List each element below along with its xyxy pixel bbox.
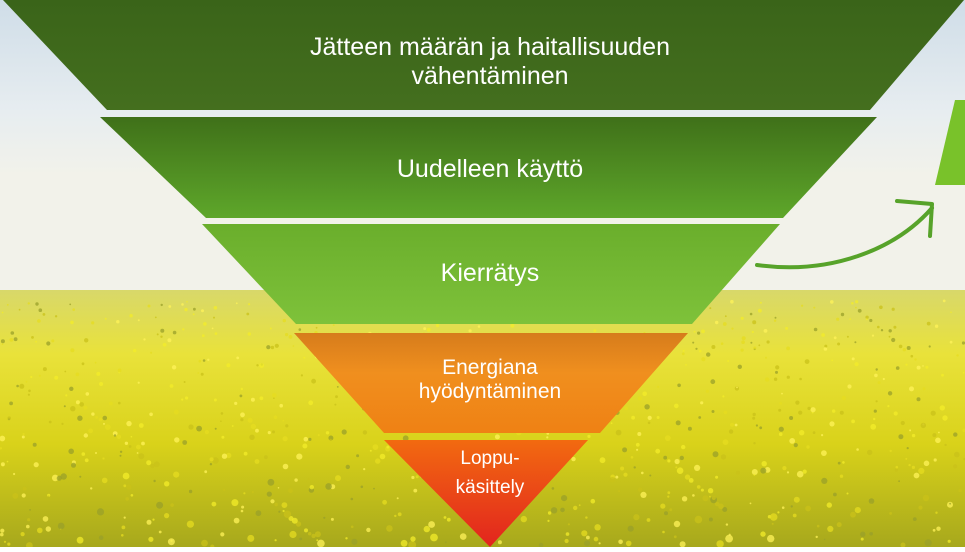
band-recycling [202,224,780,324]
level-label-line: hyödyntäminen [418,380,562,404]
band-final-disposal [384,440,588,547]
level-label-line: Uudelleen käyttö [396,155,584,183]
level-label-energy-recovery: Energiana hyödyntäminen [340,356,640,404]
green-slash-graphic [935,100,965,185]
level-label-line: käsittely [455,477,525,499]
band-prevention [3,0,964,110]
band-reuse [100,117,877,218]
level-label-line: Energiana [442,356,538,379]
arrow-head-icon [895,199,934,238]
band-energy-recovery [294,333,688,433]
level-label-prevention: Jätteen määrän ja haitallisuuden vähentä… [190,33,790,91]
level-label-reuse: Uudelleen käyttö [290,155,690,184]
curved-arrow-icon [755,206,934,270]
level-label-recycling: Kierrätys [340,259,640,288]
level-label-final-disposal: Loppu- käsittely [390,444,590,503]
level-label-line: Kierrätys [440,259,540,287]
level-label-line: vähentäminen [411,61,569,90]
level-label-line: Jätteen määrän ja haitallisuuden [310,33,670,61]
level-label-line: Loppu- [460,448,520,469]
